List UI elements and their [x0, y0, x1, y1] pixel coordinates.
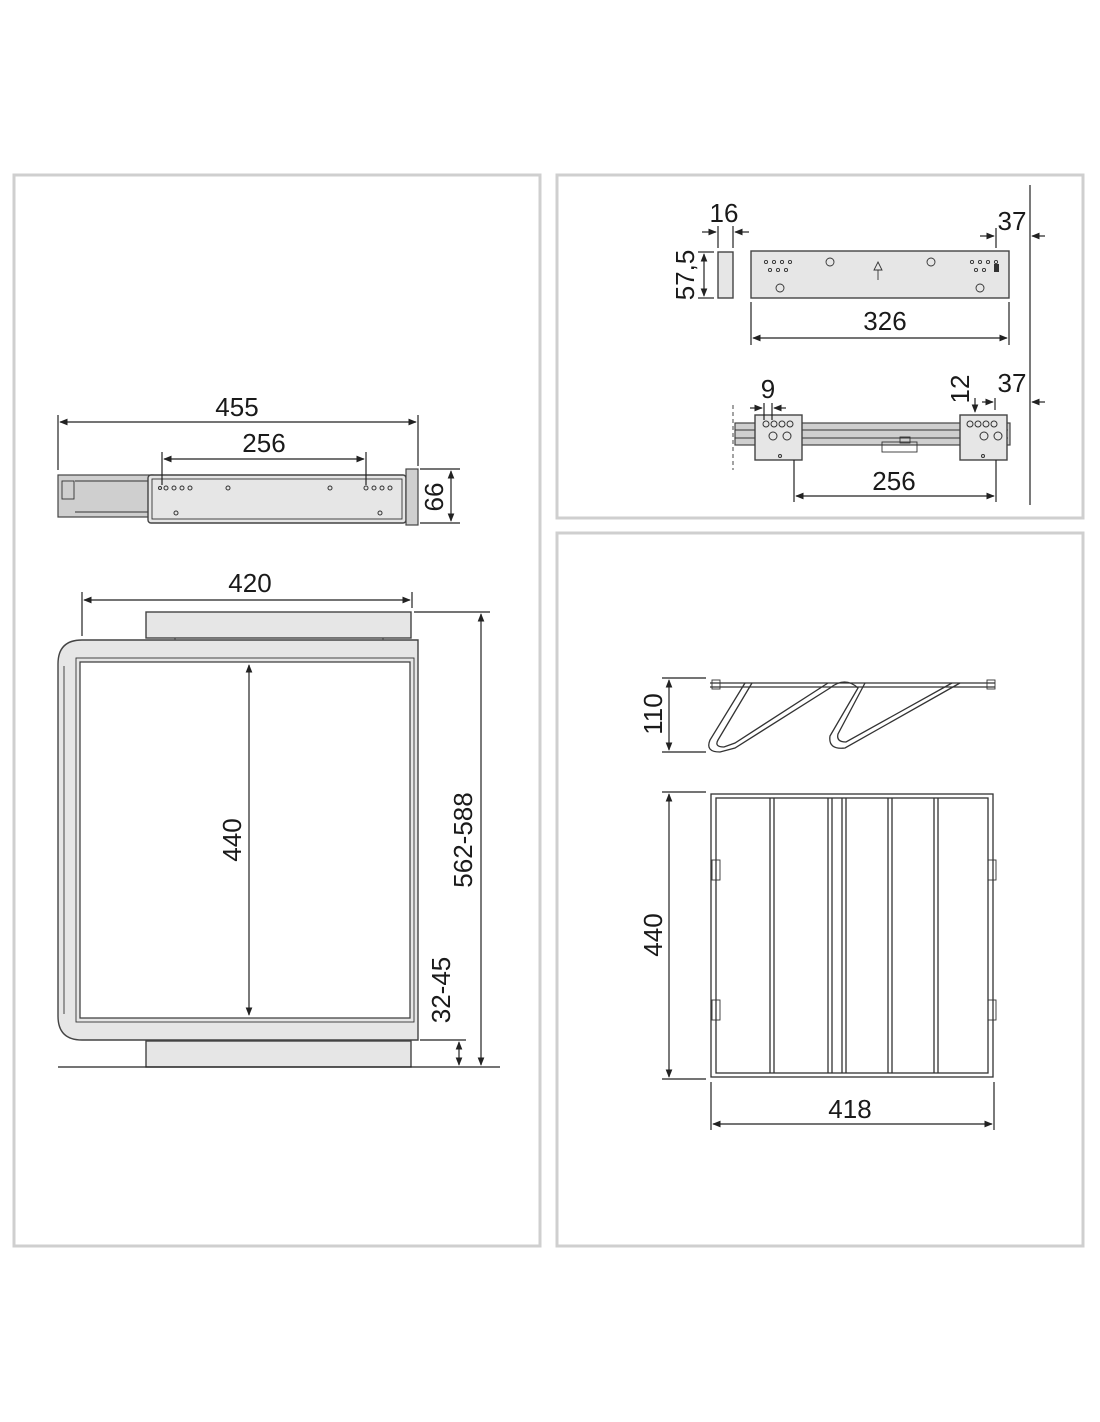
drawer-front-view	[57, 592, 500, 1068]
dim-440-front: 440	[217, 818, 247, 861]
dim-562-588: 562-588	[448, 792, 478, 887]
dim-256-rail: 256	[872, 466, 915, 496]
dim-37-top: 37	[998, 206, 1027, 236]
dim-9: 9	[761, 374, 775, 404]
bottom-right-panel	[555, 531, 1085, 1248]
drawer-side-view	[57, 415, 460, 526]
top-right-panel	[555, 173, 1085, 520]
dim-440-basket: 440	[638, 913, 668, 956]
dim-32-45: 32-45	[426, 957, 456, 1024]
dim-110: 110	[638, 693, 668, 734]
dim-326: 326	[863, 306, 906, 336]
dim-256-side: 256	[242, 428, 285, 458]
rail-detail-view	[698, 185, 1045, 505]
dim-37-bottom: 37	[998, 368, 1027, 398]
dim-418: 418	[828, 1094, 871, 1124]
dim-455: 455	[215, 392, 258, 422]
wire-basket-top-view	[662, 791, 997, 1130]
dim-16: 16	[710, 198, 739, 228]
left-panel	[12, 173, 542, 1248]
dim-420: 420	[228, 568, 271, 598]
dim-66: 66	[419, 483, 449, 512]
wire-basket-side-view	[662, 677, 996, 753]
dim-12: 12	[945, 375, 975, 404]
dim-57-5: 57,5	[670, 250, 700, 301]
